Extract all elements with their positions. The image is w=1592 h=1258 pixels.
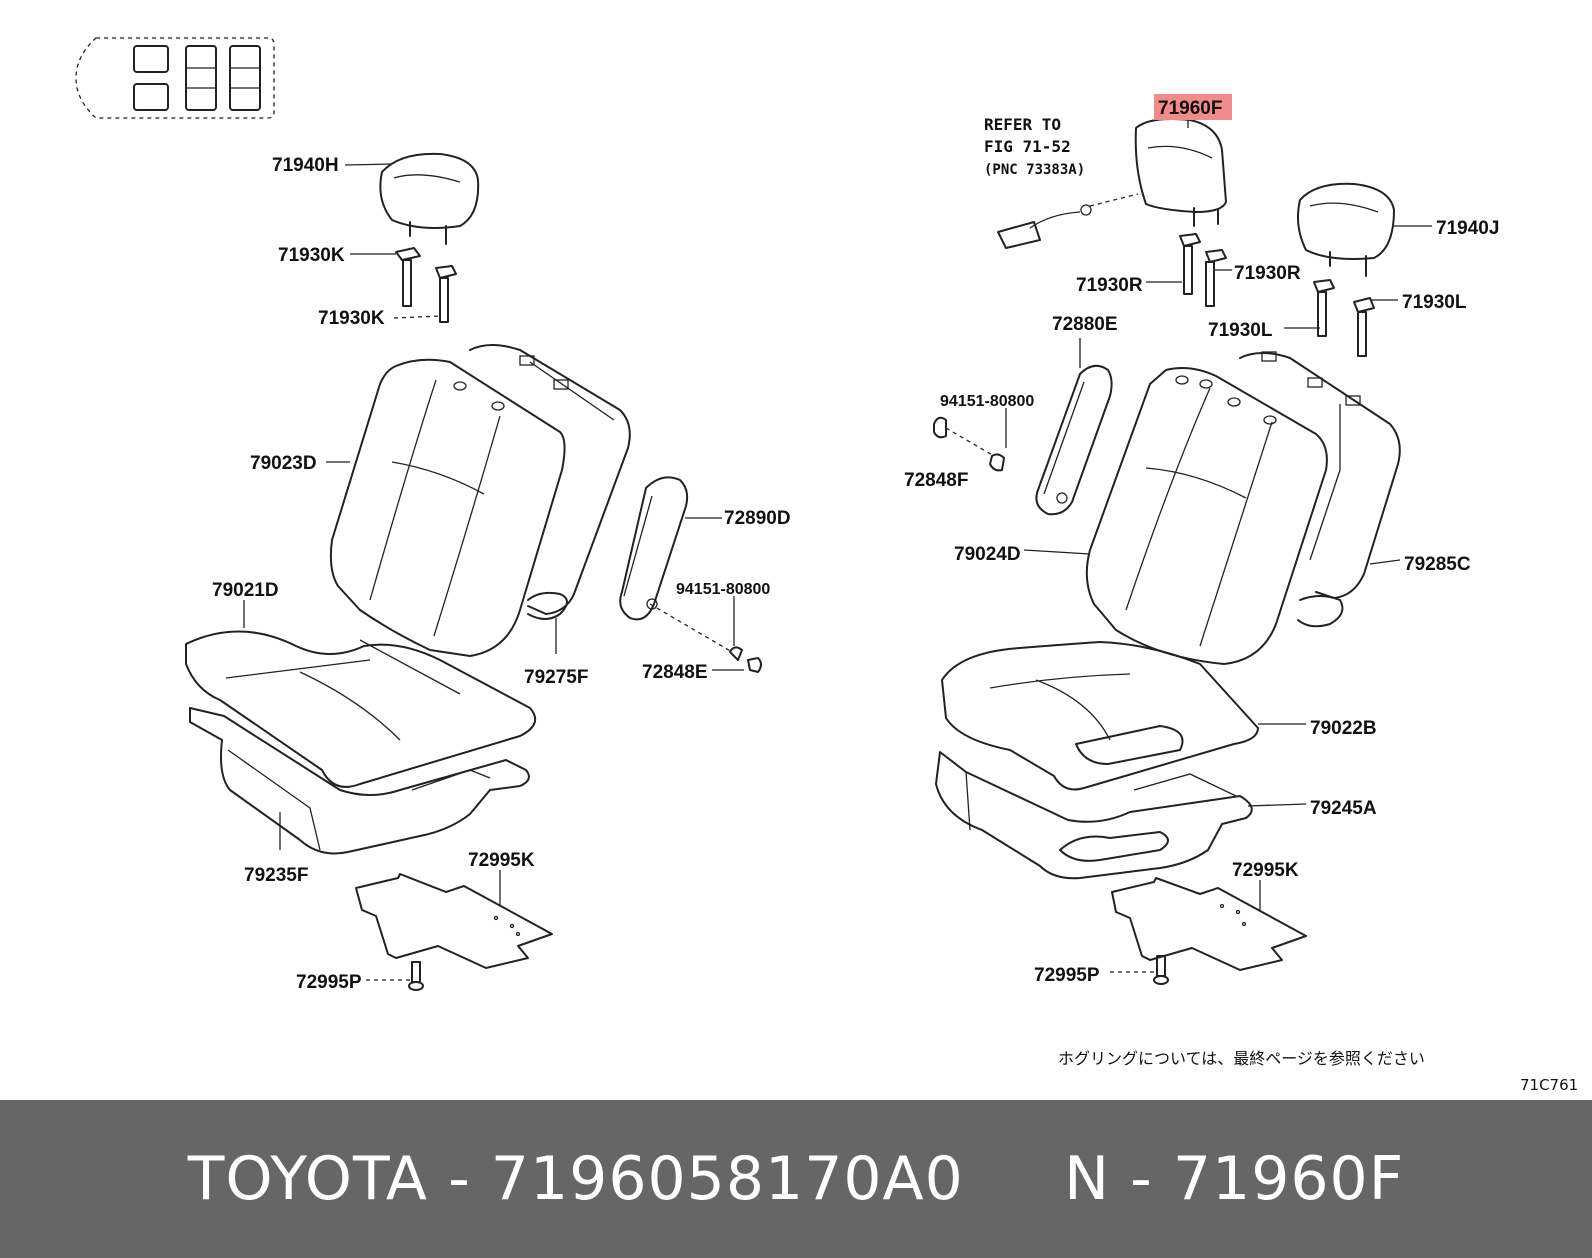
label-79235F: 79235F (244, 865, 308, 886)
label-71940J: 71940J (1436, 218, 1499, 239)
variant-prefix: N (1064, 1144, 1111, 1214)
leader-lines-right (1005, 118, 1432, 973)
seat-layout-thumbnail (75, 37, 275, 119)
refer-note: REFER TO FIG 71-52 (PNC 73383A) (984, 115, 1085, 178)
label-71940H: 71940H (272, 155, 339, 176)
svg-text:(PNC 73383A): (PNC 73383A) (984, 162, 1085, 178)
label-71930K: 71930K (318, 308, 385, 329)
cushion-frame-79235F (189, 707, 530, 855)
label-72995K: 72995K (1232, 860, 1299, 881)
armrest-72880E (1035, 364, 1113, 516)
clip-72995P (408, 961, 424, 991)
label-72848E: 72848E (642, 662, 708, 683)
japanese-note: ホグリングについては、最終ページを参照ください (1058, 1049, 1425, 1068)
label-94151-80800: 94151-80800 (940, 393, 1034, 410)
label-71930L: 71930L (1402, 292, 1467, 313)
label-71930L: 71930L (1208, 320, 1273, 341)
seatback-79024D (1085, 367, 1328, 665)
footer-bar: TOYOTA - 7196058170A0 N - 71960F (0, 1100, 1592, 1258)
plate-72995K (355, 873, 553, 969)
diagram-svg: 71940H 71930K 71930K 79023D 72890D 79021… (75, 37, 1578, 1094)
parts-diagram: 71940H 71930K 71930K 79023D 72890D 79021… (75, 37, 1578, 1094)
label-79022B: 79022B (1310, 718, 1377, 739)
guide-71930L (1313, 279, 1375, 357)
label-72880E: 72880E (1052, 314, 1118, 335)
svg-text:REFER TO: REFER TO (984, 115, 1061, 134)
label-71930K: 71930K (278, 245, 345, 266)
label-94151-80800: 94151-80800 (676, 581, 770, 598)
headrest-71940H (379, 152, 480, 245)
highlight-71960F (1154, 94, 1232, 120)
brand: TOYOTA (187, 1144, 428, 1214)
figure-id: 71C761 (1520, 1076, 1578, 1094)
label-72995K: 72995K (468, 850, 535, 871)
seatback-79023D (329, 358, 566, 657)
label-79023D: 79023D (250, 453, 317, 474)
label-79275F: 79275F (524, 667, 588, 688)
bushing-72848F (933, 416, 1005, 472)
armrest-72890D (619, 476, 689, 621)
label-79245A: 79245A (1310, 798, 1377, 819)
back-board-79285C (1239, 351, 1401, 628)
variant-code: 71960F (1172, 1144, 1405, 1214)
headrest-71960F (1134, 118, 1227, 227)
cushion-79022B (941, 641, 1259, 791)
guide-71930K (395, 247, 457, 323)
label-72848F: 72848F (904, 470, 968, 491)
part-labels: 71940H 71930K 71930K 79023D 72890D 79021… (212, 98, 1499, 993)
strap-assembly (997, 193, 1139, 249)
plate-72995K-right (1111, 877, 1307, 971)
leader-lines-left (243, 163, 744, 981)
back-board-79275F (469, 344, 631, 620)
clip-72995P-right (1153, 955, 1169, 985)
headrest-71940J (1297, 182, 1395, 277)
label-79024D: 79024D (954, 544, 1021, 565)
label-72995P: 72995P (1034, 965, 1100, 986)
svg-text:FIG 71-52: FIG 71-52 (984, 137, 1071, 156)
part-number-caption: TOYOTA - 7196058170A0 N - 71960F (187, 1144, 1405, 1214)
guide-71930R (1179, 233, 1227, 307)
label-71930R: 71930R (1234, 263, 1301, 284)
label-79021D: 79021D (212, 580, 279, 601)
label-72890D: 72890D (724, 508, 791, 529)
part-number: 7196058170A0 (490, 1144, 964, 1214)
label-72995P: 72995P (296, 972, 362, 993)
bushing-72848E (649, 603, 762, 673)
label-71930R: 71930R (1076, 275, 1143, 296)
cushion-frame-79245A (935, 751, 1253, 880)
label-71960F: 71960F (1158, 98, 1222, 119)
cushion-79021D (185, 630, 537, 788)
label-79285C: 79285C (1404, 554, 1471, 575)
